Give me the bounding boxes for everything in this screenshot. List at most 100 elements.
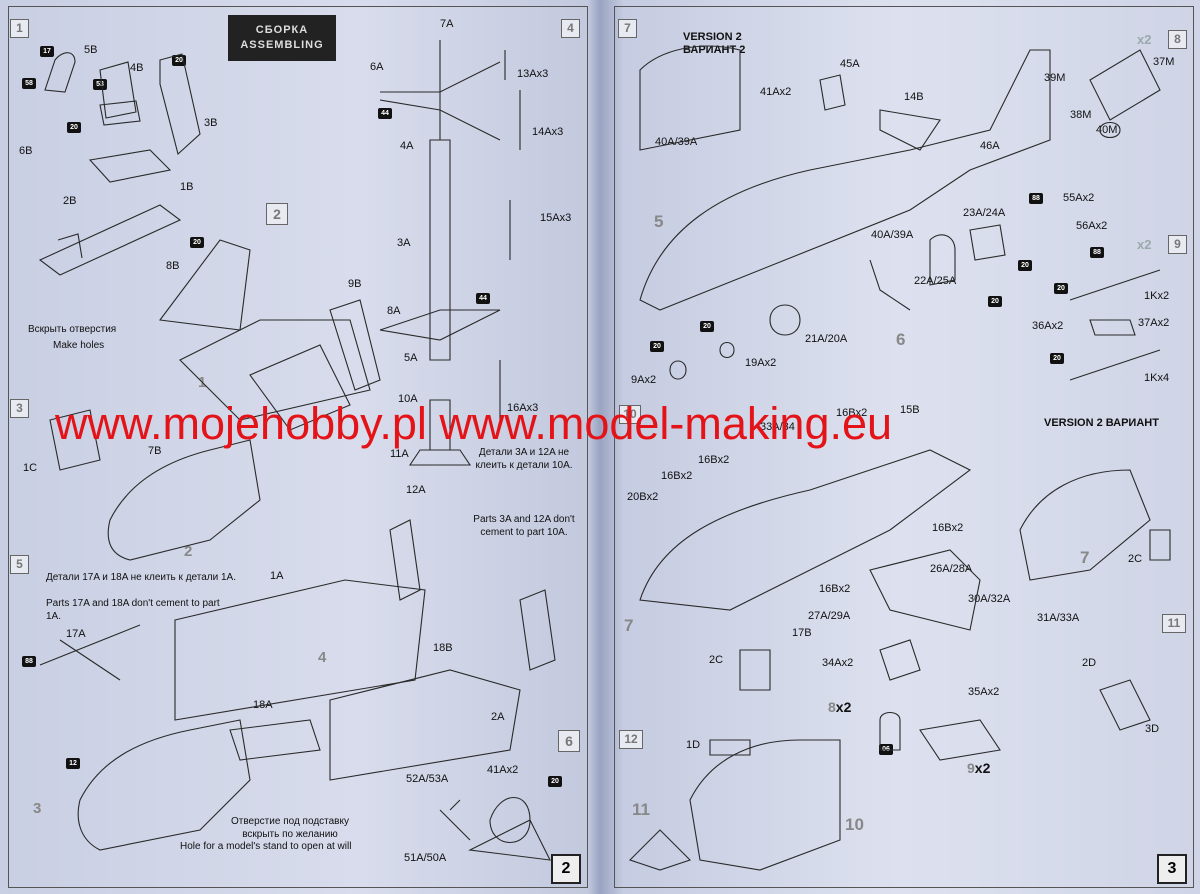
subassembly-7-b: 7 (624, 616, 634, 635)
part-34a: 34Ax2 (822, 657, 854, 669)
note-holes-ru: Вскрыть отверстия (28, 324, 117, 335)
version-en: VERSION 2 (683, 31, 742, 43)
part-37a: 37Ax2 (1138, 317, 1170, 329)
step-10-box: 10 (619, 405, 641, 424)
part-8a: 8A (387, 305, 401, 317)
part-23a-24a: 23A/24A (963, 207, 1006, 219)
part-16b-b: 16Bx2 (698, 454, 730, 466)
part-4a: 4A (400, 140, 414, 152)
paint-badge-20-r3: 20 (1054, 283, 1068, 294)
part-1kx4: 1Kx4 (1144, 372, 1170, 384)
paint-badge-44-b: 44 (476, 293, 490, 304)
step-4-box: 4 (561, 19, 580, 38)
note-parts-3a-12a-en: Parts 3A and 12A don't cement to part 10… (473, 514, 575, 538)
part-14a: 14Ax3 (532, 126, 564, 138)
part-45a: 45A (840, 58, 860, 70)
part-33a: 33A/34 (760, 421, 795, 433)
step-12-box: 12 (619, 730, 643, 749)
part-7a: 7A (440, 18, 454, 30)
banner-ru: СБОРКА (255, 24, 309, 36)
subassembly-10: 10 (845, 815, 864, 834)
multiplier-step-9: x2 (1137, 237, 1152, 252)
part-2c-b: 2C (709, 654, 724, 666)
part-21a-20a: 21A/20A (805, 333, 848, 345)
multiplier-9x2: 9x2 (967, 760, 990, 776)
step-8-box: 8 (1168, 30, 1187, 49)
step-1-box: 1 (10, 19, 29, 38)
paint-badge-20-r4: 20 (1050, 353, 1064, 364)
assembling-banner: СБОРКА ASSEMBLING (228, 15, 336, 61)
part-6a: 6A (370, 61, 384, 73)
paint-badge-20-r6: 20 (650, 341, 664, 352)
paint-badge-17: 17 (40, 46, 54, 57)
part-26a-28a: 26A/28A (930, 563, 973, 575)
version-ru: ВАРИАНТ 2 (683, 44, 746, 56)
paint-badge-88-a: 88 (1029, 193, 1043, 204)
part-41a: 41Ax2 (487, 764, 519, 776)
right-page (614, 6, 1194, 888)
part-3d: 3D (1145, 723, 1160, 735)
part-41a-right: 41Ax2 (760, 86, 792, 98)
paint-badge-20-c: 20 (190, 237, 204, 248)
page-number-left: 2 (551, 854, 581, 884)
part-56a: 56Ax2 (1076, 220, 1108, 232)
multiplier-9: 9 (967, 760, 975, 776)
part-15b: 15B (900, 404, 920, 416)
step-9-box: 9 (1168, 235, 1187, 254)
part-9a: 9Ax2 (631, 374, 657, 386)
paint-badge-20-d: 20 (548, 776, 562, 787)
part-51a-50a: 51A/50A (404, 852, 447, 864)
left-page (8, 6, 588, 888)
part-37m: 37M (1153, 56, 1175, 68)
part-1k: 1Kx2 (1144, 290, 1170, 302)
part-18b: 18B (433, 642, 453, 654)
subassembly-3: 3 (33, 800, 42, 817)
part-5b: 5B (84, 44, 98, 56)
paint-badge-20-r2: 20 (988, 296, 1002, 307)
multiplier-8x2: 8x2 (828, 699, 851, 715)
part-19a: 19Ax2 (745, 357, 777, 369)
part-14b: 14B (904, 91, 924, 103)
part-3b: 3B (204, 117, 218, 129)
note-holes-en: Make holes (53, 340, 105, 351)
version-heading: VERSION 2 ВАРИАНТ 2 (683, 31, 745, 57)
part-46a: 46A (980, 140, 1000, 152)
part-35a: 35Ax2 (968, 686, 1000, 698)
part-40m: 40M (1096, 124, 1118, 136)
part-22a-25a: 22A/25A (914, 275, 957, 287)
part-2c-a: 2C (1128, 553, 1143, 565)
part-39m: 39M (1044, 72, 1066, 84)
paint-badge-58: 58 (22, 78, 36, 89)
part-1a: 1A (270, 570, 284, 582)
part-15a: 15Ax3 (540, 212, 572, 224)
multiplier-9-x2: x2 (974, 760, 991, 776)
part-5a: 5A (404, 352, 418, 364)
paint-badge-20-b: 20 (67, 122, 81, 133)
part-10a: 10A (398, 393, 418, 405)
part-11a: 11A (390, 448, 409, 460)
part-1d: 1D (686, 739, 701, 751)
paint-badge-88-left: 88 (22, 656, 36, 667)
step-6-box: 6 (558, 730, 580, 752)
part-17b: 17B (792, 627, 812, 639)
part-7b: 7B (148, 445, 162, 457)
step-2-box: 2 (266, 203, 288, 225)
part-1c: 1C (23, 462, 38, 474)
part-36a: 36Ax2 (1032, 320, 1064, 332)
note-parts-3a-12a-ru: Детали 3A и 12A не клеить к детали 10A. (475, 447, 573, 471)
part-30a-32a: 30A/32A (968, 593, 1011, 605)
step-5-box: 5 (10, 555, 29, 574)
multiplier-8: 8 (828, 699, 836, 715)
part-4b: 4B (130, 62, 144, 74)
part-55a: 55Ax2 (1063, 192, 1095, 204)
multiplier-step-8: x2 (1137, 32, 1152, 47)
subassembly-7-a: 7 (1080, 548, 1090, 567)
part-2b: 2B (63, 195, 77, 207)
note-stand-en: Hole for a model's stand to open at will (180, 841, 352, 852)
paint-badge-20-a: 20 (172, 55, 186, 66)
part-17a: 17A (66, 628, 86, 640)
part-16b-c: 16Bx2 (661, 470, 693, 482)
note-parts-17a-18a-ru: Детали 17A и 18A не клеить к детали 1A. (46, 572, 236, 583)
